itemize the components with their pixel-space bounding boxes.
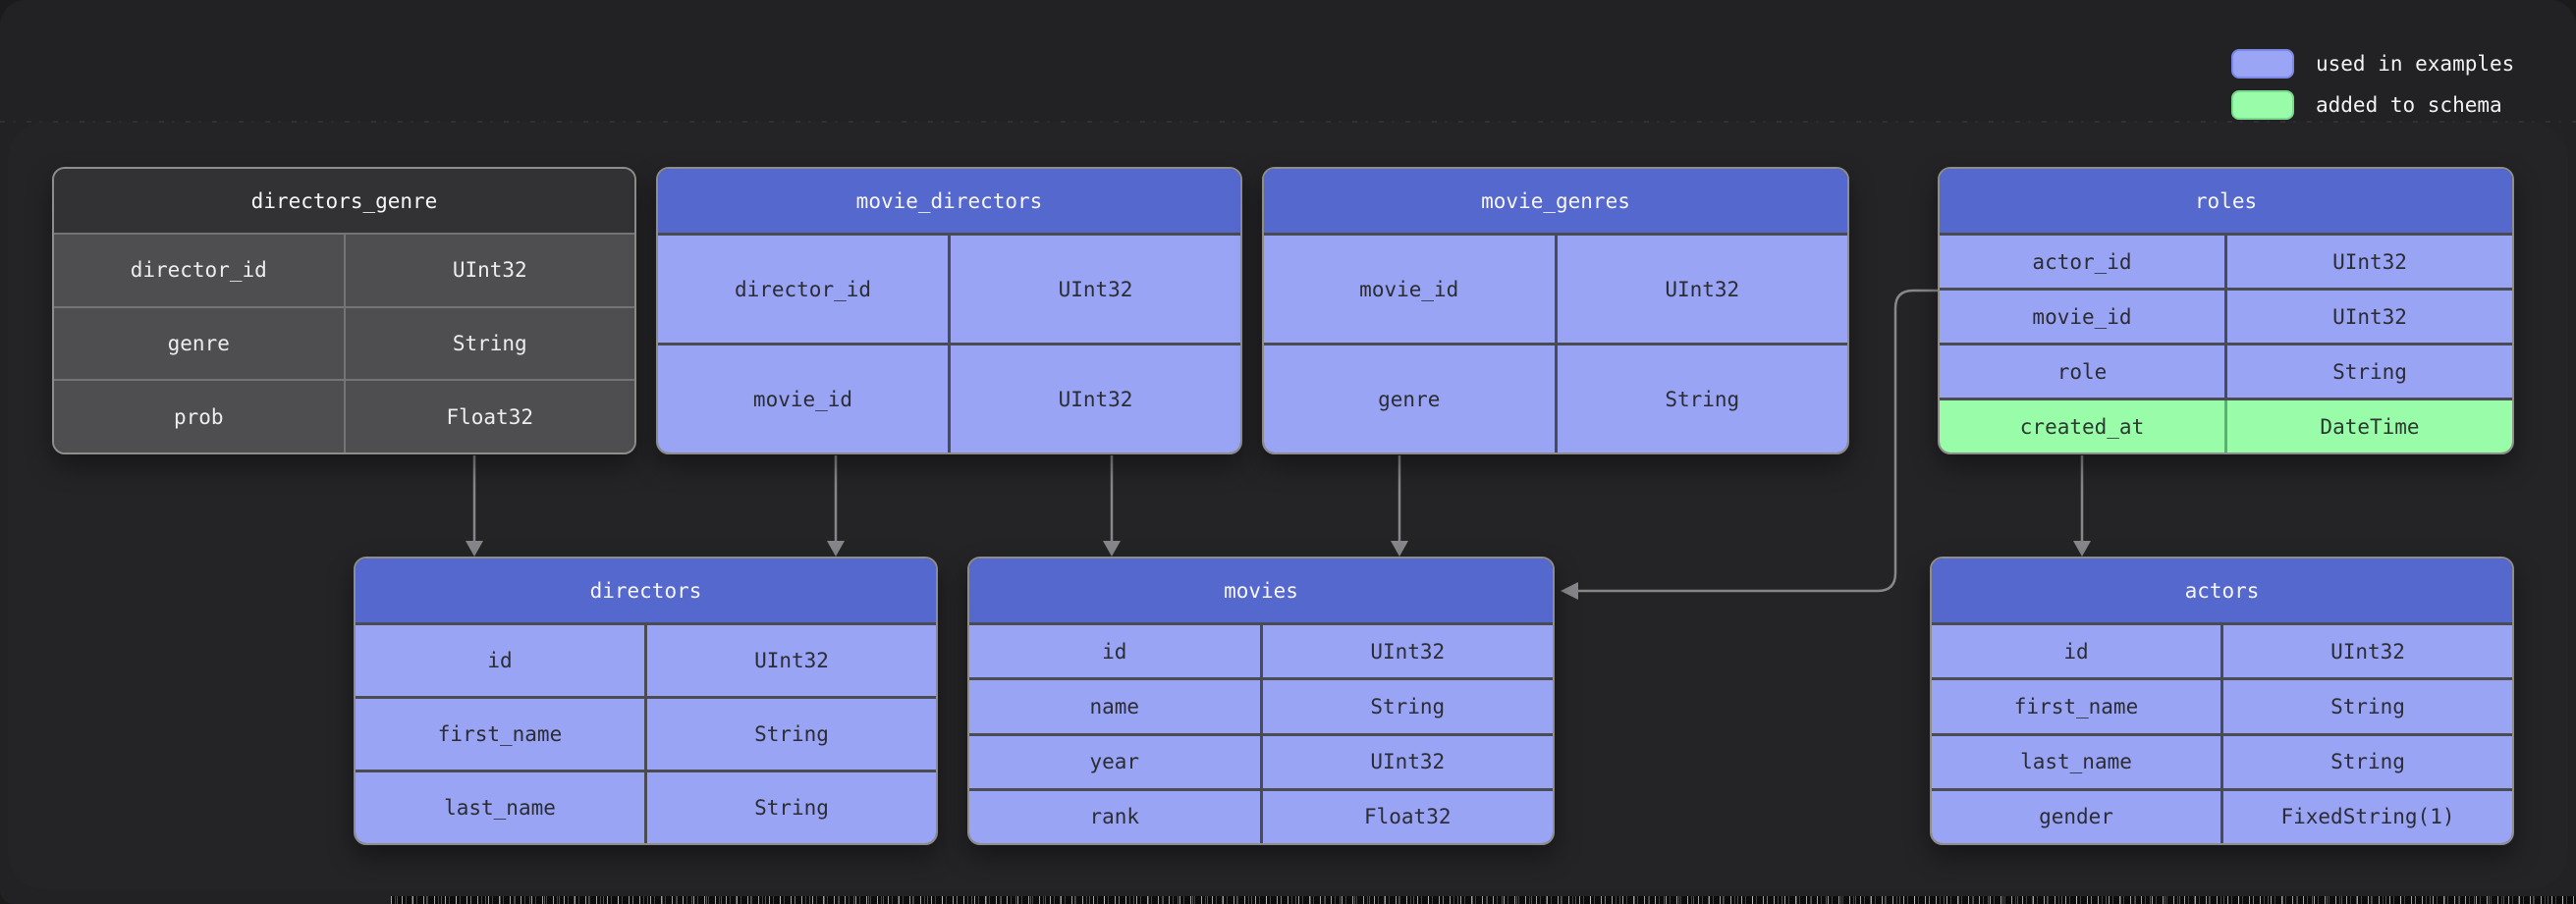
field-type: UInt32 [1665,277,1740,301]
row-movie_directors-director_id: director_id UInt32 [658,233,1240,343]
field-type: String [452,332,527,355]
row-roles-actor_id: actor_id UInt32 [1940,233,2512,288]
field-name: id [356,625,647,696]
field-name: role [1940,346,2227,398]
table-title: movie_directors [658,169,1240,233]
row-directors-first_name: first_name String [356,696,936,770]
field-name: first_name [356,699,647,770]
table-title: actors [1932,558,2512,622]
field-name: genre [54,307,346,380]
field-name: year [969,735,1263,788]
row-roles-created_at: created_at DateTime [1940,398,2512,452]
field-name: prob [54,381,346,452]
legend-swatch-blue [2231,49,2294,79]
field-name: last_name [356,772,647,843]
field-name: movie_id [658,346,951,452]
field-name: actor_id [1940,236,2227,288]
row-movie_directors-movie_id: movie_id UInt32 [658,343,1240,452]
field-type: UInt32 [452,258,527,283]
row-directors_genre-genre: genre String [54,305,634,380]
field-name: id [1932,625,2223,678]
field-name: director_id [658,236,951,343]
field-type: String [1370,694,1446,718]
table-title: movie_genres [1264,169,1847,233]
field-type: String [2330,694,2405,718]
field-type: String [1665,387,1740,411]
field-name: rank [969,790,1263,843]
field-name: movie_id [1940,291,2227,343]
field-name: movie_id [1264,236,1558,343]
field-name: director_id [54,235,346,306]
table-title: directors [356,558,936,622]
field-name: id [969,625,1263,678]
legend-swatch-green [2231,90,2294,120]
field-type: UInt32 [2332,304,2407,329]
field-type: Float32 [446,404,533,429]
field-name: gender [1932,790,2223,843]
row-directors-last_name: last_name String [356,770,936,843]
legend-item-used-in-examples: used in examples [2231,49,2514,79]
field-type: UInt32 [2332,249,2407,274]
field-type: DateTime [2320,414,2420,439]
field-name: created_at [1940,400,2227,452]
row-movies-id: id UInt32 [969,622,1553,678]
field-type: UInt32 [1370,750,1446,774]
row-movies-name: name String [969,677,1553,733]
row-movies-rank: rank Float32 [969,787,1553,843]
field-type: FixedString(1) [2280,805,2455,829]
field-type: String [2330,750,2405,774]
row-movie_genres-movie_id: movie_id UInt32 [1264,233,1847,343]
field-type: String [754,722,829,746]
legend-label: used in examples [2316,52,2515,76]
field-type: UInt32 [1370,639,1446,664]
table-title: directors_genre [54,169,634,233]
field-name: first_name [1932,680,2223,733]
table-title: movies [969,558,1553,622]
field-type: String [2332,359,2407,384]
row-actors-gender: gender FixedString(1) [1932,787,2512,843]
field-type: UInt32 [1058,277,1133,301]
screen-noise-strip [391,896,2576,904]
field-name: name [969,680,1263,733]
table-title: roles [1940,169,2512,233]
legend: used in examples added to schema [2231,49,2514,120]
field-type: Float32 [1363,805,1452,829]
field-name: last_name [1932,735,2223,788]
row-actors-first_name: first_name String [1932,677,2512,733]
legend-item-added-to-schema: added to schema [2231,90,2514,120]
legend-label: added to schema [2316,93,2502,117]
field-type: UInt32 [1058,387,1133,411]
field-type: UInt32 [2330,639,2405,664]
field-name: genre [1264,346,1558,452]
panel-seam-divider [0,121,2576,123]
row-movies-year: year UInt32 [969,732,1553,788]
row-directors_genre-prob: prob Float32 [54,379,634,452]
field-type: UInt32 [754,649,829,672]
row-roles-movie_id: movie_id UInt32 [1940,288,2512,343]
row-directors_genre-director_id: director_id UInt32 [54,233,634,306]
row-actors-id: id UInt32 [1932,622,2512,678]
row-movie_genres-genre: genre String [1264,343,1847,452]
row-directors-id: id UInt32 [356,622,936,696]
field-type: String [754,796,829,820]
row-roles-role: role String [1940,343,2512,398]
row-actors-last_name: last_name String [1932,732,2512,788]
